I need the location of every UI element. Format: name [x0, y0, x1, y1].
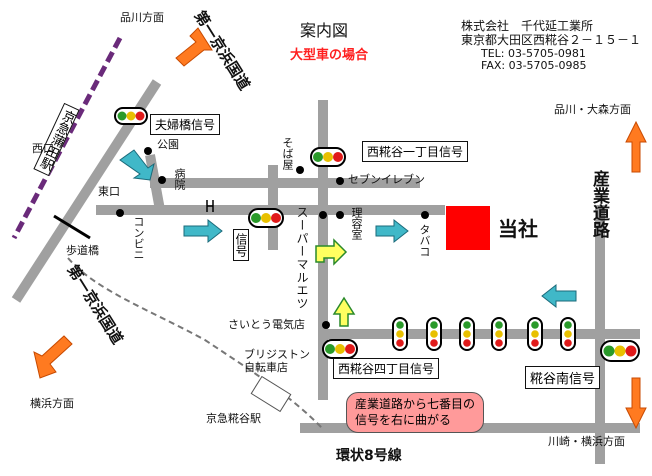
road-kanjo8: 環状8号線 [336, 448, 402, 464]
signal-vertical-4-icon [491, 317, 507, 351]
signal-nishikojiya4-icon [322, 339, 358, 359]
signal-meoto-icon [114, 107, 148, 125]
place-riyoshitsu: 理容室 [350, 207, 363, 240]
bridge-mark [206, 200, 214, 212]
dir-shinagawa: 品川方面 [120, 11, 164, 24]
place-saito-denki: さいとう電気店 [228, 318, 305, 331]
route-arrow-1-icon [119, 149, 155, 181]
arrow-down-kawasaki-icon [625, 377, 647, 430]
place-bridgestone: ブリジストン自転車店 [244, 348, 310, 374]
seven-eleven-dot [336, 177, 344, 185]
footbridge [53, 214, 91, 240]
place-maruetsu: スーパーマルエツ [295, 206, 309, 310]
map-subtitle: 大型車の場合 [290, 48, 369, 63]
arrow-to-shinagawa-icon [175, 27, 213, 67]
company-label: 当社 [498, 217, 538, 241]
place-byoin: 病院 [173, 168, 186, 190]
signal-vertical-6-icon [560, 317, 576, 351]
signal-nishikojiya1-icon [310, 147, 346, 167]
map-title: 案内図 [300, 21, 349, 40]
soba-dot [296, 166, 304, 174]
place-tabako: タバコ [418, 224, 431, 257]
station-kojiya: 京急糀谷駅 [206, 412, 261, 425]
maruetsu-dot [319, 211, 327, 219]
signal-label-nishikojiya4: 西糀谷四丁目信号 [333, 358, 440, 379]
kojiya-station-building [250, 375, 292, 413]
barber-dot [336, 211, 344, 219]
dir-shinagawa-omori: 品川・大森方面 [554, 103, 631, 116]
route-arrow-3-icon [375, 218, 409, 244]
company-fax: FAX: 03-5705-0985 [481, 59, 587, 73]
note-line-1: 産業道路から七番目の [355, 397, 476, 411]
arrow-up-shinagawa-omori-icon [625, 120, 647, 173]
direction-note: 産業道路から七番目の 信号を右に曲がる [346, 392, 485, 434]
park-road [145, 154, 165, 211]
signal-vertical-2-icon [426, 317, 442, 351]
note-line-2: 信号を右に曲がる [355, 412, 452, 427]
signal-label-main: 信号 [233, 229, 249, 261]
keikyu-railway [11, 36, 123, 240]
park-dot [144, 147, 152, 155]
route-arrow-2-icon [183, 218, 223, 244]
saito-dot [322, 321, 330, 329]
place-nishiguchi: 西口 [32, 142, 54, 155]
tabako-dot [421, 211, 429, 219]
signal-label-meoto: 夫婦橋信号 [150, 114, 221, 135]
place-koen: 公園 [157, 138, 179, 151]
company-name: 株式会社 千代延工業所 [461, 19, 594, 33]
signal-label-nishikojiya1: 西糀谷一丁目信号 [362, 141, 469, 162]
signal-main-road-icon [248, 208, 284, 228]
place-seven-eleven: セブンイレブン [348, 173, 425, 186]
dir-kawasaki-yokohama: 川崎・横浜方面 [548, 435, 625, 448]
vertical-signals [392, 317, 576, 351]
signal-kojiya-minami-icon [600, 340, 640, 362]
keikyu-airport-line [67, 257, 323, 429]
place-higashiguchi: 東口 [98, 185, 120, 198]
hospital-dot [158, 176, 166, 184]
route-arrow-4-icon [541, 283, 577, 309]
company-tel: TEL: 03-5705-0981 [481, 46, 586, 60]
signal-vertical-3-icon [459, 317, 475, 351]
road-sangyo: 産業道路 [589, 170, 609, 238]
signal-vertical-1-icon [392, 317, 408, 351]
signal-label-kojiya-minami: 糀谷南信号 [525, 366, 601, 389]
arrow-to-yokohama-icon [33, 335, 73, 379]
signal-vertical-5-icon [527, 317, 543, 351]
turn-arrow-up-icon [332, 296, 356, 327]
company-address: 東京都大田区西糀谷２－１５－１ [461, 32, 642, 47]
place-sobaya: そば屋 [281, 137, 294, 170]
company-info: 株式会社 千代延工業所 東京都大田区西糀谷２－１５－１ TEL: 03-5705… [461, 19, 642, 73]
place-hodokyo: 歩道橋 [66, 244, 99, 257]
convenience-dot [116, 209, 124, 217]
turn-arrow-right-icon [315, 238, 348, 266]
dir-yokohama: 横浜方面 [30, 397, 74, 410]
place-convenience: コンビニ [132, 216, 145, 260]
company-building [446, 206, 490, 250]
